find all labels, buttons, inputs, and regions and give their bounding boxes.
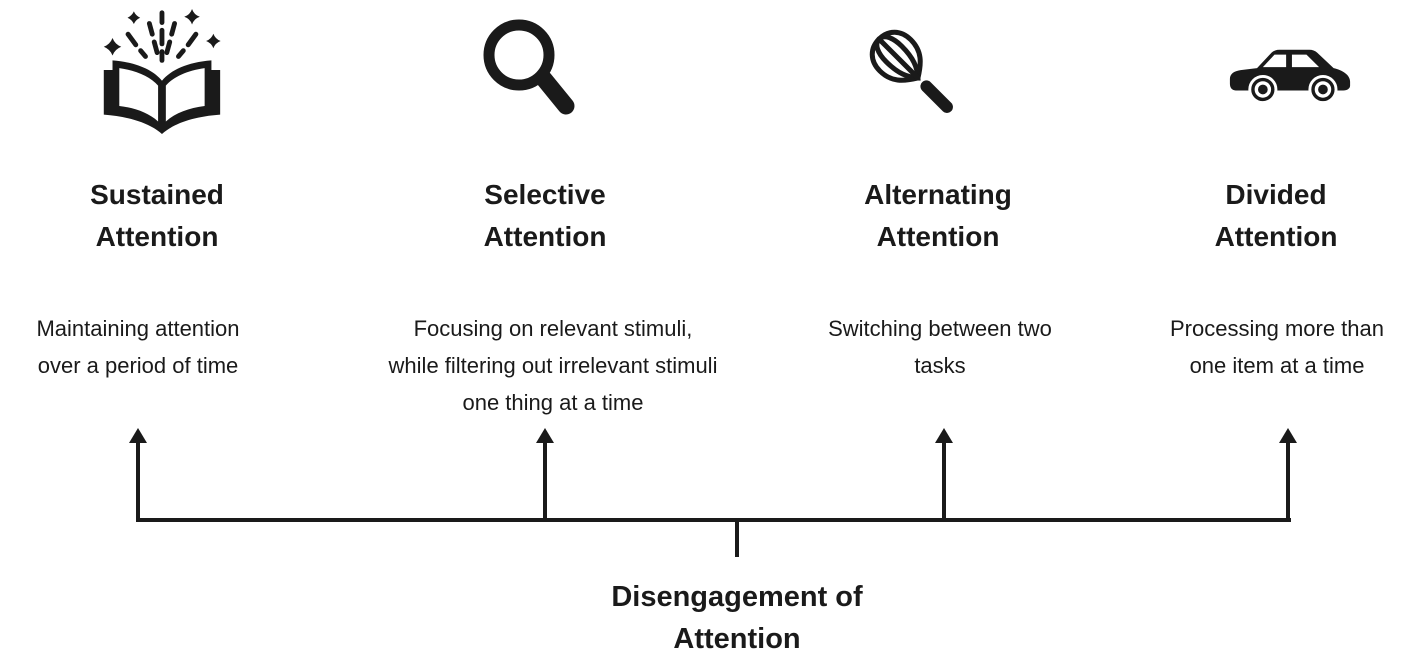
bracket-horizontal-line — [136, 518, 1291, 522]
desc-line: Focusing on relevant stimuli, — [413, 316, 693, 341]
title-line: Attention — [95, 221, 219, 252]
up-arrow-shaft — [942, 441, 946, 520]
desc-line: tasks — [914, 353, 966, 378]
desc-sustained-attention: Maintaining attention over a period of t… — [36, 310, 239, 384]
title-selective-attention: Selective Attention — [484, 174, 607, 258]
disengagement-of-attention-label: Disengagement of Attention — [611, 576, 862, 656]
up-arrow-shaft — [136, 441, 140, 520]
open-book-sparkles-icon — [90, 8, 232, 136]
up-arrow-head — [935, 428, 953, 443]
bracket-center-tick — [735, 520, 739, 557]
title-divided-attention: Divided Attention — [1215, 174, 1338, 258]
up-arrow-shaft — [543, 441, 547, 520]
desc-selective-attention: Focusing on relevant stimuli, while filt… — [389, 310, 718, 421]
title-line: Selective — [484, 179, 606, 210]
title-line: Attention — [483, 221, 607, 252]
title-alternating-attention: Alternating Attention — [864, 174, 1012, 258]
up-arrow-head — [1279, 428, 1297, 443]
title-sustained-attention: Sustained Attention — [90, 174, 224, 258]
car-icon — [1227, 40, 1353, 106]
desc-line: Maintaining attention — [36, 316, 240, 341]
desc-line: while filtering out irrelevant stimuli — [388, 353, 718, 378]
desc-divided-attention: Processing more than one item at a time — [1170, 310, 1384, 384]
whisk-icon — [858, 18, 968, 128]
desc-line: one item at a time — [1189, 353, 1365, 378]
title-line: Sustained — [90, 179, 224, 210]
title-line: Divided — [1225, 179, 1327, 210]
footer-line: Attention — [673, 623, 801, 655]
desc-line: one thing at a time — [462, 390, 644, 415]
title-line: Alternating — [864, 179, 1012, 210]
footer-line: Disengagement of — [611, 581, 863, 613]
title-line: Attention — [876, 221, 1000, 252]
magnifying-glass-icon — [478, 16, 588, 128]
desc-alternating-attention: Switching between two tasks — [828, 310, 1052, 384]
desc-line: Switching between two — [828, 316, 1052, 341]
up-arrow-head — [129, 428, 147, 443]
up-arrow-shaft — [1286, 441, 1290, 520]
up-arrow-head — [536, 428, 554, 443]
title-line: Attention — [1214, 221, 1338, 252]
desc-line: over a period of time — [37, 353, 239, 378]
desc-line: Processing more than — [1170, 316, 1384, 341]
